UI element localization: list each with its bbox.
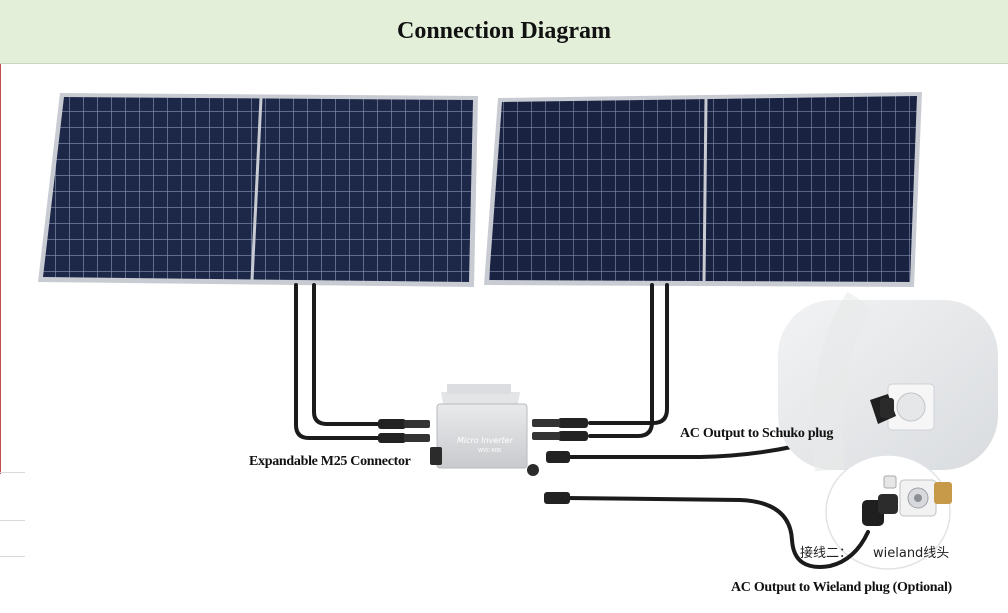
solar-panel-left xyxy=(38,93,478,287)
wieland-caption-prefix: 接线二： xyxy=(800,546,853,561)
ac-cable-wieland xyxy=(564,496,870,569)
left-border-line xyxy=(0,64,1,474)
inverter-brand-text: Micro Inverter xyxy=(457,436,514,445)
schuko-socket-photo xyxy=(778,291,998,472)
page-title: Connection Diagram xyxy=(397,18,611,44)
mc4-connectors-left xyxy=(378,419,430,443)
ac-connector-schuko xyxy=(546,451,570,463)
inverter-model-text: WVC-600 xyxy=(478,448,501,454)
sheet-gridline xyxy=(0,556,25,557)
expandable-connector-label: Expandable M25 Connector xyxy=(249,454,411,469)
wieland-caption-suffix: wieland线头 xyxy=(873,546,950,561)
schuko-output-label: AC Output to Schuko plug xyxy=(680,426,834,441)
wieland-plug-photo xyxy=(825,454,952,570)
solar-panel-right xyxy=(484,92,922,287)
micro-inverter xyxy=(430,384,539,476)
wieland-output-label: AC Output to Wieland plug (Optional) xyxy=(731,580,952,595)
sheet-gridline xyxy=(0,520,25,521)
ac-connector-wieland xyxy=(544,492,570,504)
dc-cables-right xyxy=(588,283,669,438)
mc4-connectors-right xyxy=(532,418,588,441)
header-bar: Connection Diagram xyxy=(0,0,1008,64)
dc-cables-left xyxy=(294,283,382,440)
sheet-gridline xyxy=(0,472,25,473)
